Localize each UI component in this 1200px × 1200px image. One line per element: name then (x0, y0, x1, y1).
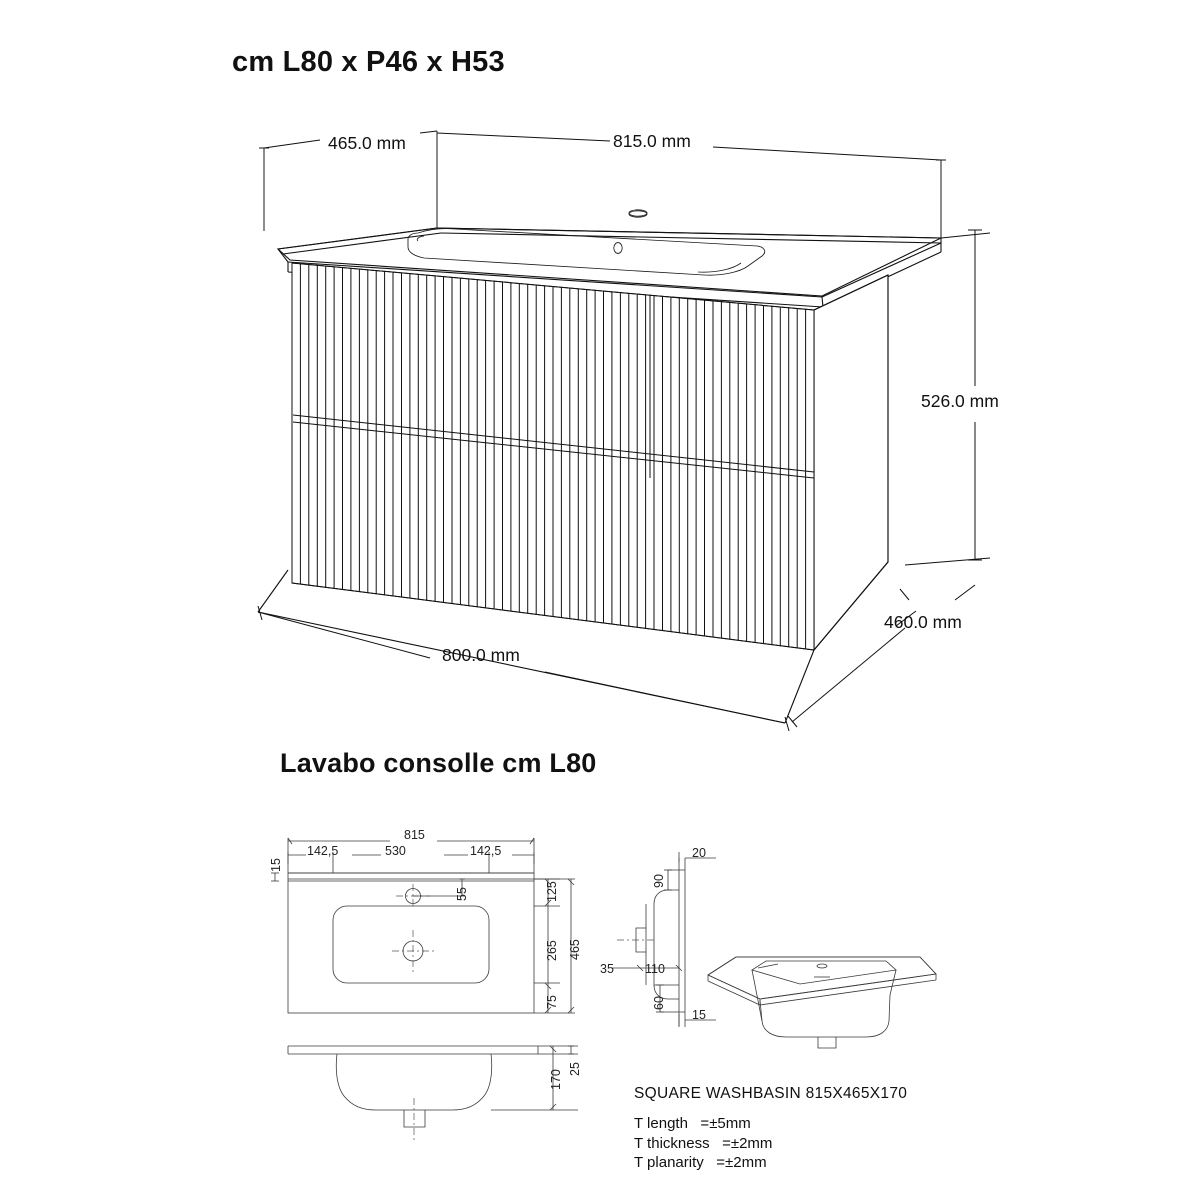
plan-dim-left-offset: 142,5 (307, 844, 339, 858)
side-dimension-lines (611, 852, 716, 1026)
notes-line-planarity: T planarity =±2mm (634, 1154, 767, 1171)
plan-dim-right-offset: 142,5 (470, 844, 502, 858)
notes-line-thickness: T thickness =±2mm (634, 1134, 773, 1152)
basin-recess (407, 228, 766, 276)
dim-depth-base: 460.0 mm (884, 612, 962, 632)
page-title-top: cm L80 x P46 x H53 (232, 46, 505, 78)
wall-reference-lines (263, 131, 942, 238)
side-dim-bottom-edge: 15 (692, 1008, 706, 1022)
plan-dimension-lines (271, 837, 575, 1014)
side-dim-inner-depth: 110 (645, 962, 665, 976)
page-title-mid: Lavabo consolle cm L80 (280, 748, 597, 778)
isometric-vanity-drawing (257, 130, 991, 732)
plan-dim-total-width: 815 (404, 828, 425, 842)
section-outline (287, 1045, 539, 1128)
plan-drain-centerline (392, 930, 434, 972)
dim-height: 526.0 mm (921, 391, 999, 411)
notes-heading: SQUARE WASHBASIN 815X465X170 (634, 1085, 908, 1102)
section-dim-rim-height: 25 (568, 1062, 582, 1076)
side-dim-overhang: 35 (600, 962, 614, 976)
plan-dim-basin-width: 530 (385, 844, 406, 858)
dim-width-top: 815.0 mm (613, 131, 691, 151)
plan-basin-bowl (332, 905, 490, 984)
section-dim-bowl-depth: 170 (549, 1069, 563, 1090)
cabinet-base (257, 569, 815, 724)
dim-depth-top: 465.0 mm (328, 133, 406, 153)
section-dimension-lines (491, 1045, 578, 1111)
side-profile-outline (635, 858, 686, 1027)
dim-width-base: 800.0 mm (442, 645, 520, 665)
notes-line-length: T length =±5mm (634, 1115, 751, 1132)
tap-hole (628, 209, 648, 218)
flute-lines (291, 263, 815, 650)
specification-notes: SQUARE WASHBASIN 815X465X170 T length =±… (634, 1085, 907, 1173)
side-dim-top-edge: 20 (692, 846, 706, 860)
overflow-hole (613, 242, 623, 254)
